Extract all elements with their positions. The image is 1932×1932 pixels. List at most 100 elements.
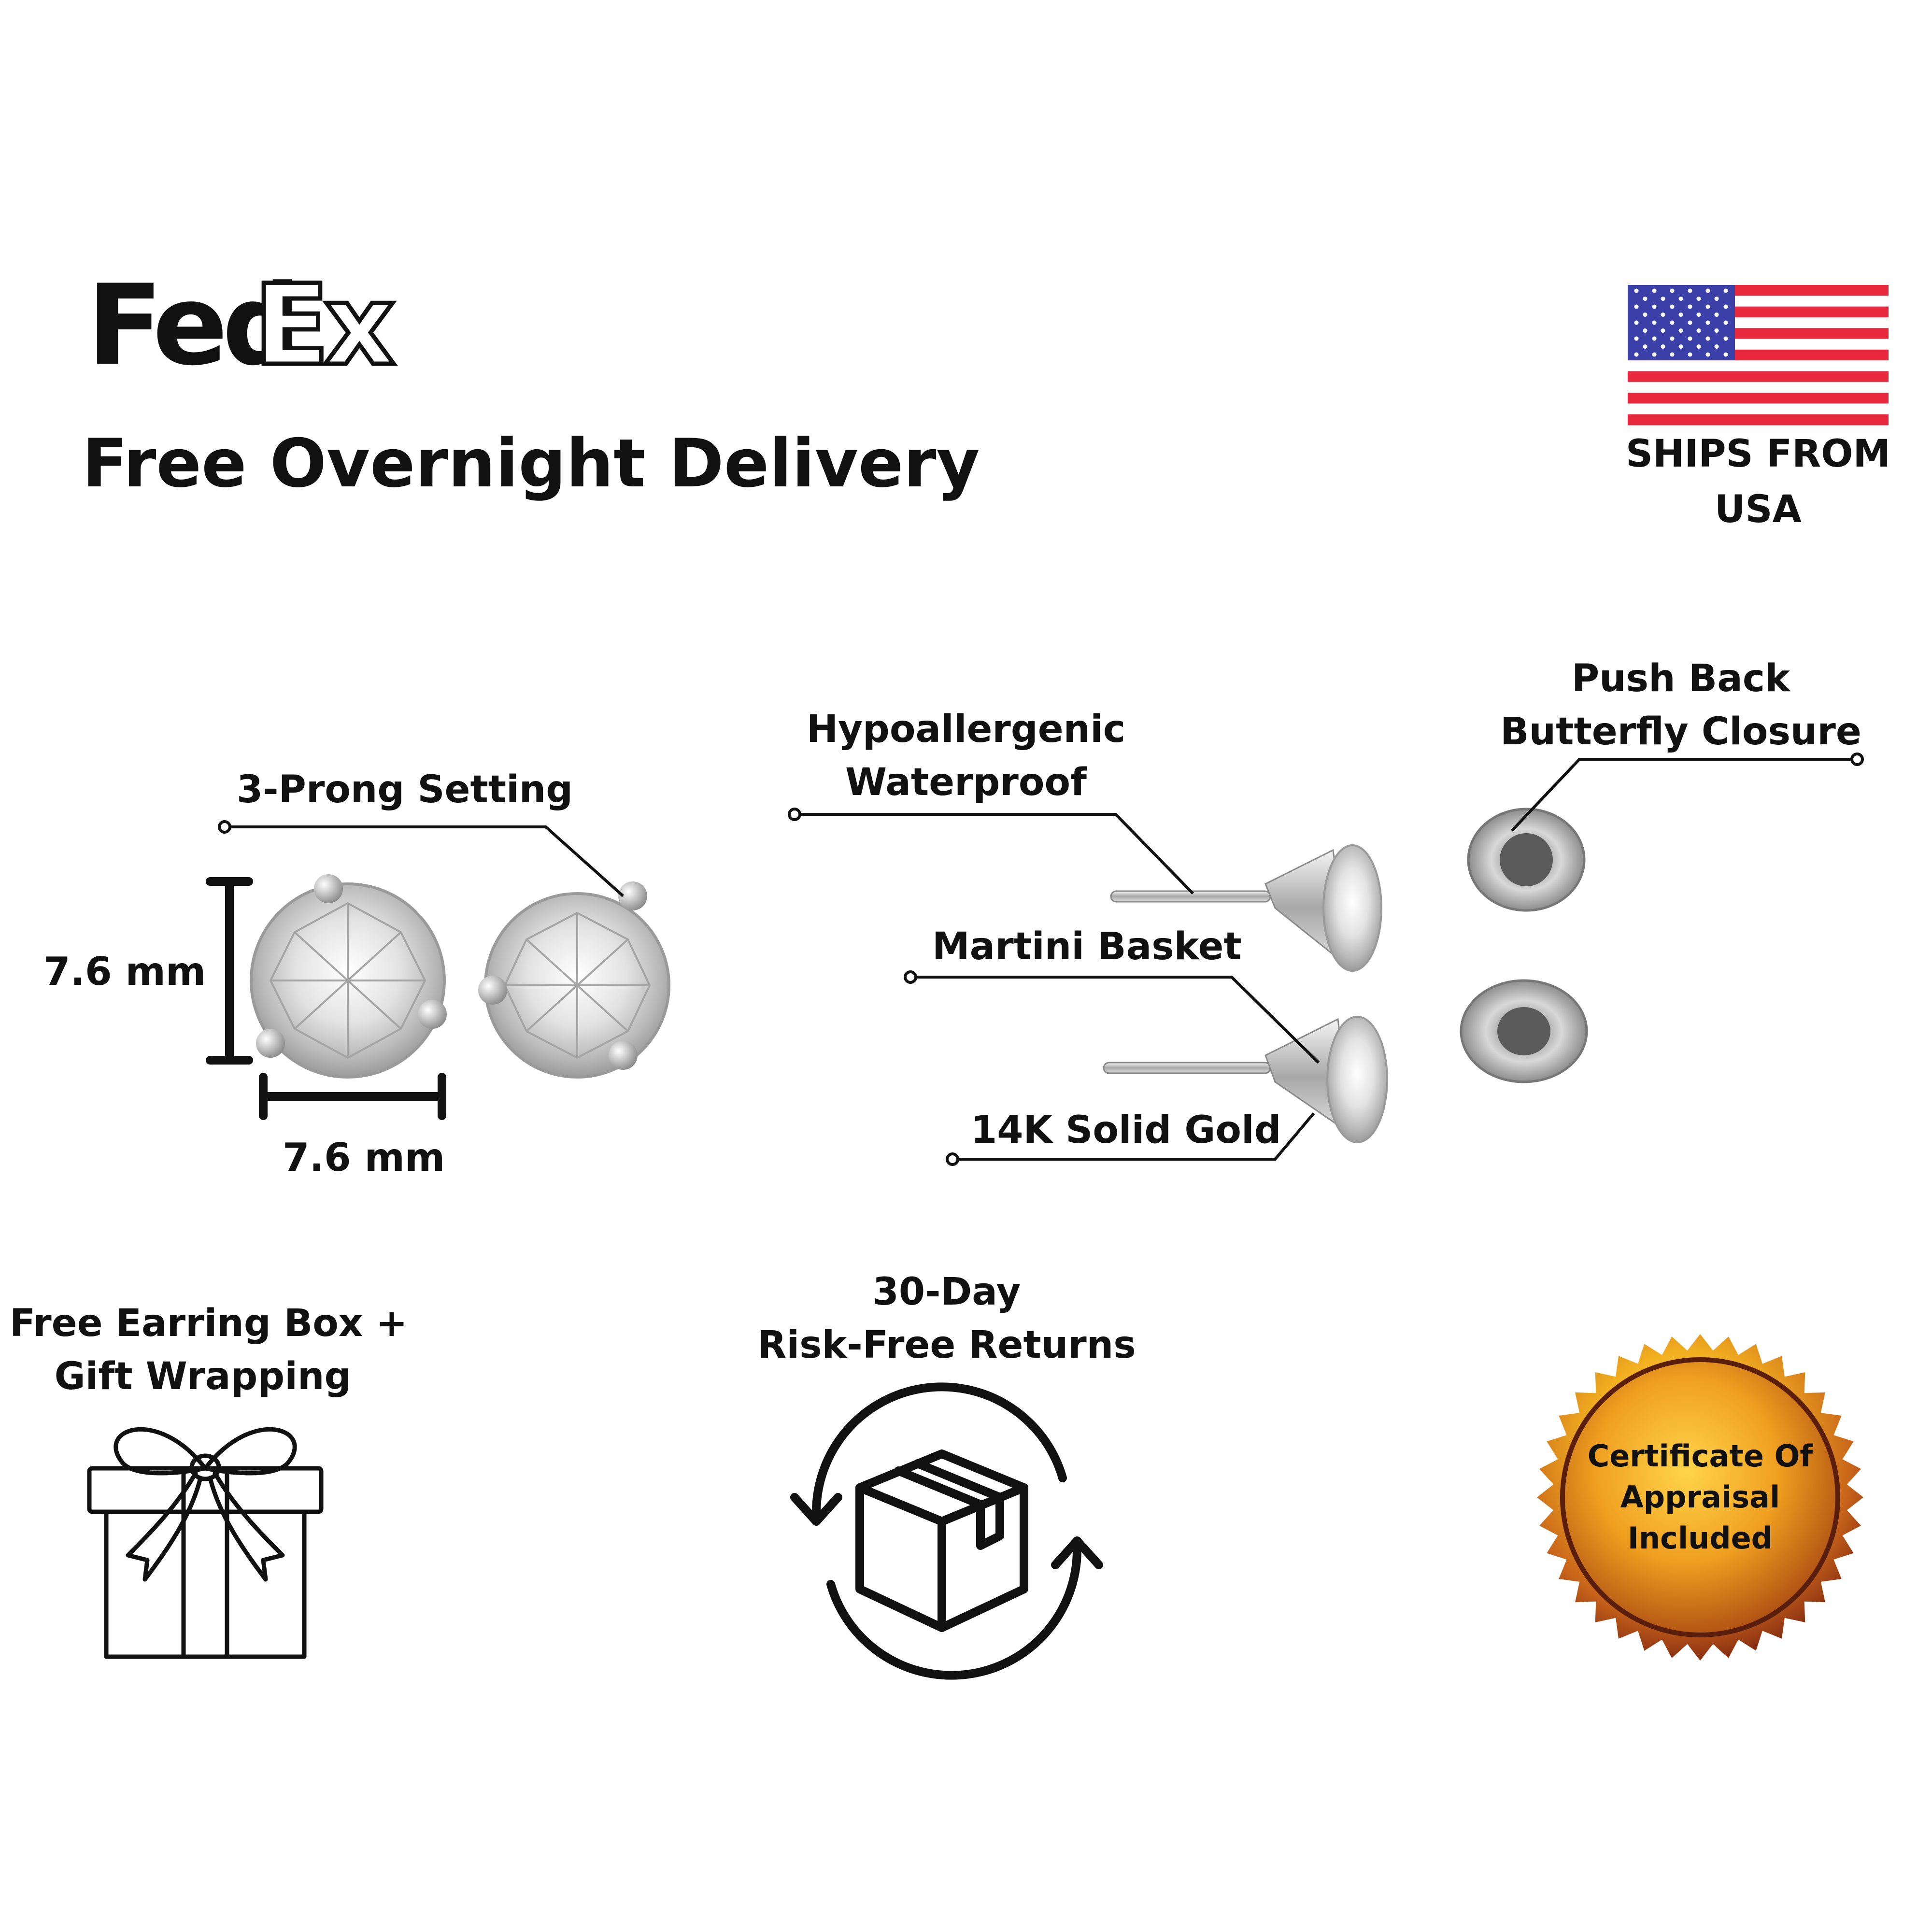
- flag-star: [1643, 328, 1648, 333]
- flag-star: [1670, 304, 1675, 309]
- height-dimension-label: 7.6 mm: [43, 949, 206, 994]
- flag-star: [1723, 304, 1728, 309]
- width-dimension-label: 7.6 mm: [283, 1135, 445, 1180]
- flag-star: [1643, 344, 1648, 349]
- flag-star: [1678, 297, 1683, 301]
- flag-star: [1688, 288, 1692, 293]
- gift-box-line1: Free Earring Box +: [10, 1302, 408, 1345]
- certificate-line2: Appraisal: [1620, 1479, 1780, 1515]
- ships-from-line1: SHIPS FROM: [1625, 432, 1891, 476]
- hypoallergenic-label: Hypoallergenic: [806, 708, 1126, 751]
- flag-star: [1652, 352, 1657, 357]
- flag-stripe: [1628, 360, 1889, 371]
- prong: [478, 976, 507, 1005]
- certificate-line1: Certificate Of: [1587, 1438, 1813, 1474]
- delivery-headline: Free Overnight Delivery: [82, 425, 980, 502]
- usa-flag-icon: [1628, 285, 1889, 426]
- flag-star: [1670, 336, 1675, 341]
- flag-star: [1643, 297, 1648, 301]
- flag-stripe: [1628, 382, 1889, 393]
- gold-callout-dot: [946, 1152, 959, 1166]
- flag-star: [1723, 288, 1728, 293]
- flag-star: [1714, 297, 1719, 301]
- flag-star: [1634, 336, 1639, 341]
- prong: [418, 1000, 447, 1029]
- diamond-right-front: [478, 881, 670, 1079]
- ships-from-line2: USA: [1715, 488, 1802, 531]
- flag-star: [1661, 313, 1665, 317]
- prong: [618, 881, 647, 910]
- flag-star: [1634, 304, 1639, 309]
- earring-side-bottom: [1103, 1016, 1388, 1143]
- fedex-logo-fed: Fed: [87, 261, 301, 390]
- gold-leader-line: [952, 1112, 1315, 1161]
- flag-star: [1670, 352, 1675, 357]
- gold-seal-icon: [1537, 1334, 1863, 1661]
- diamond-left-front: [250, 874, 447, 1079]
- flag-star: [1714, 313, 1719, 317]
- prong: [609, 1041, 638, 1070]
- flag-star: [1634, 288, 1639, 293]
- flag-star: [1688, 336, 1692, 341]
- hypo-leader-line: [795, 813, 1194, 895]
- flag-stripe: [1628, 414, 1889, 426]
- flag-stripe: [1628, 403, 1889, 415]
- prong-setting-label: 3-Prong Setting: [237, 768, 573, 811]
- flag-star: [1705, 320, 1710, 325]
- flag-star: [1652, 288, 1657, 293]
- flag-star: [1696, 297, 1701, 301]
- flag-star: [1670, 320, 1675, 325]
- flag-star: [1723, 320, 1728, 325]
- flag-star: [1696, 313, 1701, 317]
- earring-side-top: [1110, 844, 1382, 972]
- flag-star: [1670, 288, 1675, 293]
- returns-line2: Risk-Free Returns: [757, 1323, 1136, 1367]
- flag-star: [1678, 328, 1683, 333]
- hypo-callout-dot: [788, 808, 801, 821]
- gift-box-line2: Gift Wrapping: [54, 1355, 352, 1398]
- push-leader-line: [1510, 758, 1857, 832]
- flag-star: [1678, 313, 1683, 317]
- return-box-icon: [790, 1382, 1103, 1680]
- flag-stripe: [1628, 393, 1889, 404]
- fedex-logo-ex: Ex: [251, 261, 398, 390]
- flag-star: [1688, 304, 1692, 309]
- flag-star: [1652, 304, 1657, 309]
- flag-star: [1696, 344, 1701, 349]
- butterfly-back-bottom: [1460, 979, 1588, 1083]
- prong-leader-line: [225, 825, 624, 897]
- prong: [256, 1029, 285, 1058]
- flag-star: [1661, 344, 1665, 349]
- prong: [314, 874, 343, 903]
- prong-callout-dot: [218, 820, 231, 834]
- flag-star: [1705, 336, 1710, 341]
- certificate-line3: Included: [1627, 1520, 1773, 1556]
- martini-basket-label: Martini Basket: [932, 925, 1242, 968]
- flag-star: [1661, 297, 1665, 301]
- push-back-label: Push Back: [1571, 657, 1790, 700]
- flag-star: [1696, 328, 1701, 333]
- flag-star: [1678, 344, 1683, 349]
- flag-stripe: [1628, 371, 1889, 383]
- push-callout-dot: [1850, 753, 1864, 766]
- martini-callout-dot: [904, 970, 917, 984]
- fedex-logo: Fed Ex: [87, 261, 398, 390]
- flag-star: [1705, 304, 1710, 309]
- returns-line1: 30-Day: [872, 1270, 1021, 1314]
- flag-star: [1634, 320, 1639, 325]
- martini-leader-line: [910, 976, 1320, 1064]
- flag-star: [1688, 320, 1692, 325]
- flag-star: [1688, 352, 1692, 357]
- flag-star: [1723, 352, 1728, 357]
- flag-star: [1714, 328, 1719, 333]
- solid-gold-label: 14K Solid Gold: [971, 1108, 1281, 1152]
- flag-star: [1652, 320, 1657, 325]
- flag-star: [1705, 288, 1710, 293]
- flag-star: [1643, 313, 1648, 317]
- flag-star: [1652, 336, 1657, 341]
- width-dimension-bar: [259, 1073, 446, 1120]
- flag-star: [1714, 344, 1719, 349]
- butterfly-closure-label: Butterfly Closure: [1500, 710, 1861, 753]
- gift-box-icon: [87, 1427, 324, 1659]
